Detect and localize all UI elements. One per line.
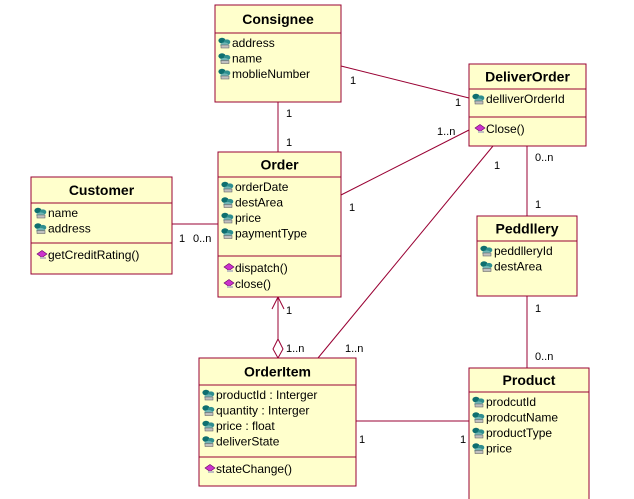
assoc-order-deliverorder <box>340 129 470 196</box>
attribute-peddlleryid[interactable]: peddlleryId <box>480 244 553 258</box>
attribute-label: prodcutName <box>486 411 558 425</box>
multiplicity-label: 1 <box>179 233 185 245</box>
attribute-paymenttype[interactable]: paymentType <box>221 227 307 241</box>
multiplicity-label: 1..n <box>286 343 304 355</box>
multiplicity-label: 1 <box>460 434 466 446</box>
attribute-destarea[interactable]: destArea <box>480 260 542 274</box>
operation-label: close() <box>235 277 271 291</box>
multiplicity-label: 1 <box>535 303 541 315</box>
multiplicity-label: 1 <box>286 108 292 120</box>
attribute-prodcutname[interactable]: prodcutName <box>472 411 558 425</box>
attribute-label: deliverState <box>216 435 280 449</box>
multiplicity-label: 0..n <box>535 351 553 363</box>
multiplicity-label: 1..n <box>345 343 363 355</box>
aggregation-diamond <box>272 337 284 360</box>
attribute-quantity-interger[interactable]: quantity : Interger <box>202 404 309 418</box>
attribute-address[interactable]: address <box>218 36 275 50</box>
class-name: Order <box>260 157 299 173</box>
attribute-delliverorderid[interactable]: delliverOrderId <box>472 92 565 106</box>
operation-label: dispatch() <box>235 261 288 275</box>
operation-close[interactable]: close() <box>223 277 271 291</box>
attribute-price-float[interactable]: price : float <box>202 419 275 433</box>
attribute-label: prodcutId <box>486 395 536 409</box>
attribute-price[interactable]: price <box>221 211 261 225</box>
class-name: OrderItem <box>244 364 311 380</box>
attribute-destarea[interactable]: destArea <box>221 196 283 210</box>
attribute-label: name <box>48 206 78 220</box>
operation-getcreditrating[interactable]: getCreditRating() <box>36 248 139 262</box>
attribute-label: destArea <box>494 260 542 274</box>
attribute-label: productId : Interger <box>216 388 317 402</box>
attribute-moblienumber[interactable]: moblieNumber <box>218 67 310 81</box>
assoc-consignee-deliverorder <box>340 65 470 99</box>
attribute-label: address <box>232 36 275 50</box>
attribute-label: productType <box>486 426 552 440</box>
class-name: Product <box>503 372 556 388</box>
multiplicity-label: 1 <box>286 137 292 149</box>
multiplicity-label: 1 <box>535 199 541 211</box>
attribute-label: delliverOrderId <box>486 92 565 106</box>
operation-statechange[interactable]: stateChange() <box>204 462 292 476</box>
attribute-price[interactable]: price <box>472 442 512 456</box>
operation-label: getCreditRating() <box>48 248 139 262</box>
class-name: Peddllery <box>495 221 558 237</box>
attribute-label: price <box>235 211 261 225</box>
attribute-label: destArea <box>235 196 283 210</box>
attribute-prodcutid[interactable]: prodcutId <box>472 395 536 409</box>
attribute-label: name <box>232 52 262 66</box>
attribute-address[interactable]: address <box>34 222 91 236</box>
assoc-deliverorder-orderitem <box>317 145 494 359</box>
class-box-peddllery[interactable]: Peddllery peddlleryId destArea <box>476 215 578 297</box>
multiplicity-label: 1 <box>455 97 461 109</box>
attribute-label: quantity : Interger <box>216 404 309 418</box>
multiplicity-label: 1 <box>350 75 356 87</box>
class-name: DeliverOrder <box>485 69 570 85</box>
associations <box>172 65 528 422</box>
class-box-customer[interactable]: Customer name address getCreditRating() <box>30 176 173 275</box>
multiplicity-label: 1 <box>286 305 292 317</box>
attribute-label: price : float <box>216 419 275 433</box>
attribute-name[interactable]: name <box>34 206 78 220</box>
attribute-label: moblieNumber <box>232 67 310 81</box>
multiplicity-label: 1 <box>349 202 355 214</box>
class-name: Consignee <box>242 11 314 27</box>
attribute-label: orderDate <box>235 180 289 194</box>
multiplicity-label: 1 <box>359 434 365 446</box>
attribute-label: price <box>486 442 512 456</box>
attribute-name[interactable]: name <box>218 52 262 66</box>
attribute-orderdate[interactable]: orderDate <box>221 180 289 194</box>
operation-close[interactable]: Close() <box>474 122 525 136</box>
attribute-productid-interger[interactable]: productId : Interger <box>202 388 317 402</box>
multiplicity-labels: 1 1 1 1 1 1..n 1 0..n 0..n 1 1 1..n 1 1.… <box>179 75 553 446</box>
attribute-label: peddlleryId <box>494 244 553 258</box>
attribute-label: address <box>48 222 91 236</box>
multiplicity-label: 1 <box>494 160 500 172</box>
attribute-label: paymentType <box>235 227 307 241</box>
class-box-orderitem[interactable]: OrderItem productId : Interger quantity : … <box>198 357 357 487</box>
attribute-deliverstate[interactable]: deliverState <box>202 435 280 449</box>
operation-label: stateChange() <box>216 462 292 476</box>
attribute-producttype[interactable]: productType <box>472 426 552 440</box>
class-name: Customer <box>69 182 135 198</box>
multiplicity-label: 0..n <box>535 152 553 164</box>
operation-label: Close() <box>486 122 525 136</box>
operation-dispatch[interactable]: dispatch() <box>223 261 288 275</box>
multiplicity-label: 0..n <box>193 233 211 245</box>
multiplicity-label: 1..n <box>437 126 455 138</box>
